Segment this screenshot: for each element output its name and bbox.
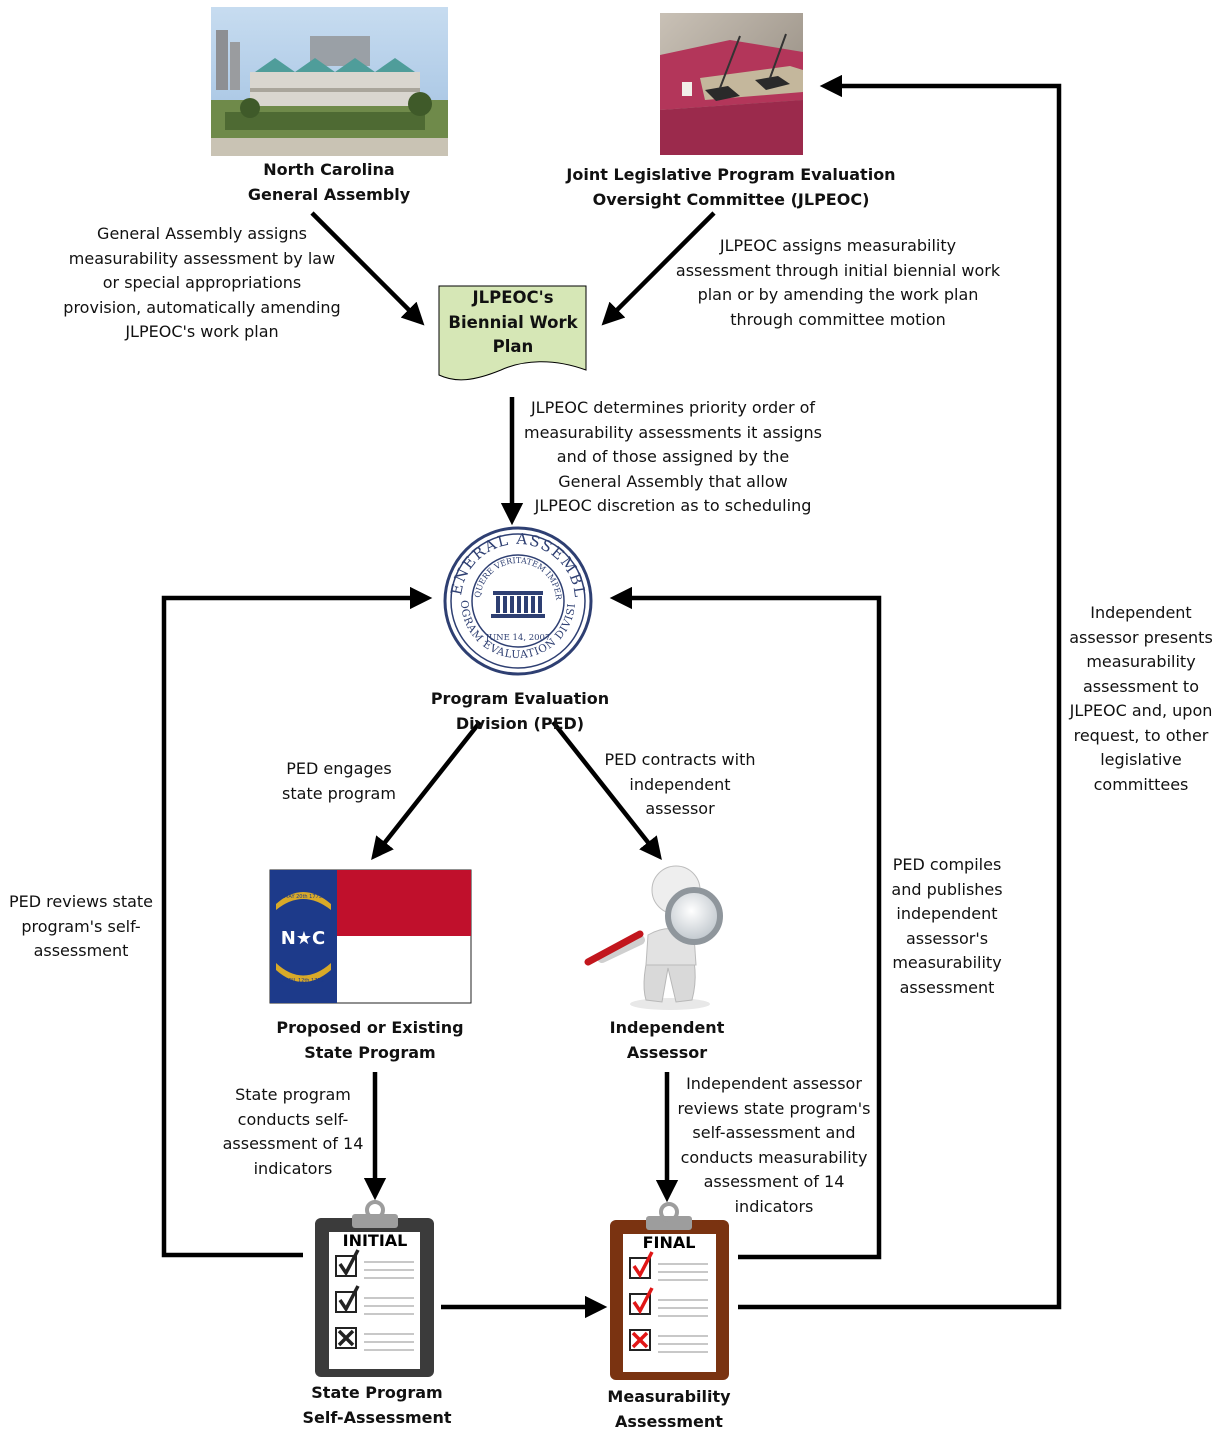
independent-assessor-label: Independent Assessor: [609, 1018, 725, 1062]
seal-date: JUNE 14, 2007: [485, 633, 551, 643]
committee-room-photo: [660, 13, 803, 155]
arrow-measurability-to-ped: [609, 586, 882, 1260]
arrow-measurability-to-jlpeoc: [738, 74, 1062, 1310]
ped-label: Program Evaluation Division (PED): [430, 689, 610, 733]
edge-label-jlpeoc-assigns: JLPEOC assigns measurability assessment …: [675, 236, 1001, 329]
self-assessment-label: State Program Self-Assessment: [302, 1383, 452, 1427]
edge-label-ga-assigns: General Assembly assigns measurability a…: [63, 224, 341, 341]
arrow-ped-to-assessor: [551, 720, 662, 860]
edge-label-priority: JLPEOC determines priority order of meas…: [523, 398, 823, 515]
final-clipboard-label: FINAL: [643, 1233, 696, 1252]
jlpeoc-label: Joint Legislative Program Evaluation Ove…: [566, 165, 896, 209]
edge-label-ped-compiles: PED compiles and publishes independent a…: [891, 855, 1003, 997]
flag-top-ribbon: MAY 20th 1775: [284, 894, 322, 900]
final-clipboard: FINAL: [610, 1202, 729, 1380]
general-assembly-photo: [211, 7, 448, 156]
flag-bottom-ribbon: APRIL 12th 1776: [282, 978, 324, 984]
nc-flag: MAY 20th 1775 APRIL 12th 1776 N★C: [269, 869, 472, 1004]
flag-letters: N★C: [281, 928, 325, 949]
edge-label-ped-reviews: PED reviews state program's self- assess…: [8, 892, 154, 960]
state-program-label: Proposed or Existing State Program: [276, 1018, 464, 1062]
general-assembly-label: North Carolina General Assembly: [247, 160, 411, 204]
edge-label-reviews-conducts: Independent assessor reviews state progr…: [677, 1074, 871, 1216]
initial-clipboard-label: INITIAL: [343, 1231, 408, 1250]
arrow-jlpeoc-to-workplan: [601, 211, 716, 326]
arrow-ped-to-state-program: [371, 720, 482, 860]
arrow-ga-to-workplan: [310, 211, 425, 326]
edge-label-ped-engages: PED engages state program: [282, 759, 396, 803]
edge-label-self-assess: State program conducts self- assessment …: [222, 1085, 364, 1178]
edge-label-presents: Independent assessor presents measurabil…: [1069, 603, 1213, 794]
building-icon: [491, 591, 545, 618]
initial-clipboard: INITIAL: [315, 1200, 434, 1377]
assessor-figure: [584, 865, 723, 1010]
work-plan-label: JLPEOC's Biennial Work Plan: [448, 288, 578, 356]
work-plan-document: [438, 285, 587, 381]
arrow-self-assessment-to-ped: [161, 586, 433, 1258]
measurability-assessment-label: Measurability Assessment: [607, 1387, 731, 1431]
edge-label-ped-contracts: PED contracts with independent assessor: [604, 750, 756, 818]
